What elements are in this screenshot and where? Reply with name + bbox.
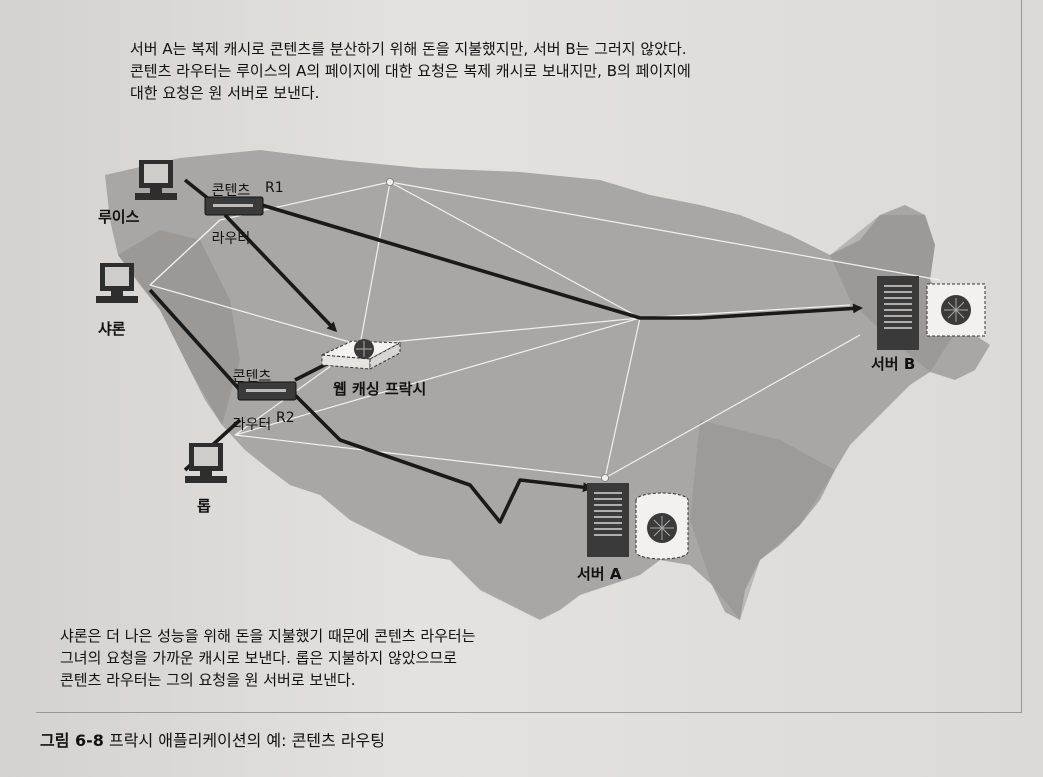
router1-label-line1: 콘텐츠	[211, 183, 251, 199]
network-node	[601, 474, 609, 482]
router1-label: 콘텐츠 라우터	[205, 151, 257, 279]
figure-number: 그림 6-8	[40, 731, 104, 750]
router2-id: R2	[276, 410, 295, 426]
network-node	[386, 178, 394, 186]
router1-label-line2: 라우터	[211, 231, 251, 247]
caching-proxy-icon	[320, 339, 402, 370]
router2-label-line1: 콘텐츠	[232, 369, 272, 385]
server-a-cache-icon	[635, 492, 689, 560]
server-b-label: 서버 B	[871, 355, 916, 373]
bottom-note-line-1: 샤론은 더 나은 성능을 위해 돈을 지불했기 때문에 콘텐츠 라우터는	[60, 627, 476, 645]
bottom-note-line-2: 그녀의 요청을 가까운 캐시로 보낸다. 롭은 지불하지 않았으므로	[60, 649, 457, 667]
figure-caption-text: 프락시 애플리케이션의 예: 콘텐츠 라우팅	[103, 731, 385, 750]
map-shade-west	[118, 230, 240, 425]
top-note-line-1: 서버 A는 복제 캐시로 콘텐츠를 분산하기 위해 돈을 지불했지만, 서버 B…	[130, 40, 687, 58]
sharon-label: 샤론	[98, 320, 126, 338]
server-a-icon	[587, 483, 629, 557]
proxy-label: 웹 캐싱 프락시	[333, 380, 427, 398]
figure-frame	[36, 0, 1022, 713]
us-map	[105, 150, 990, 620]
sharon-computer-icon	[96, 263, 138, 303]
top-note-line-3: 대한 요청은 원 서버로 보낸다.	[130, 84, 320, 102]
server-b-icon	[877, 276, 919, 350]
router2-label: 콘텐츠 라우터	[226, 337, 278, 465]
map-shade-south	[690, 420, 835, 620]
figure-caption: 그림 6-8 프락시 애플리케이션의 예: 콘텐츠 라우팅	[40, 727, 385, 751]
bottom-note-line-3: 콘텐츠 라우터는 그의 요청을 원 서버로 보낸다.	[60, 671, 356, 689]
server-b-cache-icon	[926, 283, 986, 337]
rob-label: 롭	[197, 497, 211, 515]
rob-computer-icon	[185, 443, 227, 483]
router2-label-line2: 라우터	[232, 417, 272, 433]
louis-label: 루이스	[98, 208, 140, 226]
server-a-label: 서버 A	[577, 565, 622, 583]
louis-computer-icon	[135, 160, 177, 200]
request-paths	[148, 178, 863, 524]
top-note-line-2: 콘텐츠 라우터는 루이스의 A의 페이지에 대한 요청은 복제 캐시로 보내지만…	[130, 62, 691, 80]
router1-id: R1	[265, 180, 284, 196]
router-r2-icon	[237, 381, 297, 401]
router-r1-icon	[204, 196, 264, 216]
